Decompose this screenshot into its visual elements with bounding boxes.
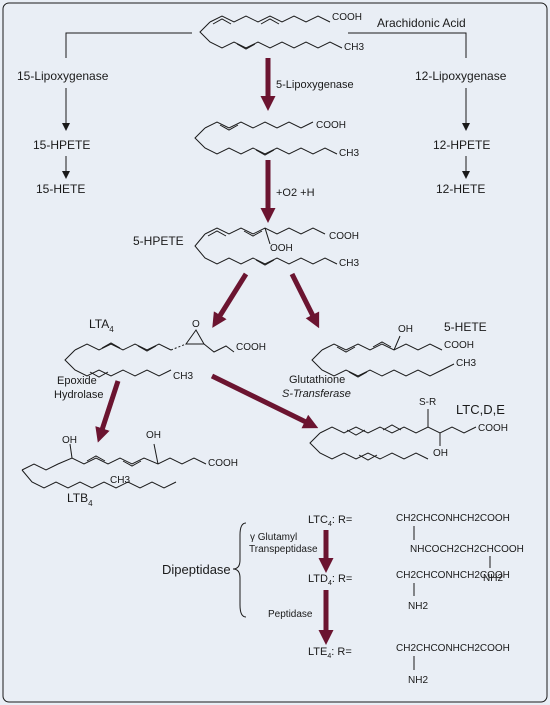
ltcde-oh: OH [433,448,448,459]
ltb4-oh2: OH [146,430,161,441]
intermediate-structure [194,121,338,156]
lta4-epoxide-o: O [192,319,200,330]
hpete5-structure [194,227,338,266]
glutathione-label-1: Glutathione [289,374,345,386]
to-5hete-arrow [289,272,320,329]
ltb4-label: LTB4 [67,491,93,508]
glutathione-label-2: S-Transferase [282,388,351,400]
ltc4-nh2: NH2 [483,573,503,584]
ltb4-ch3: CH3 [110,475,130,486]
ltc4-r1: CH2CHCONHCH2COOH [396,513,510,524]
arachidonic-acid-label: Arachidonic Acid [377,16,466,30]
hete5-cooh: COOH [444,340,474,351]
lte4-r1: CH2CHCONHCH2COOH [396,643,510,654]
hpete12-label: 12-HPETE [433,138,490,152]
lox15-label: 15-Lipoxygenase [17,69,109,83]
lta4-cooh: COOH [236,342,266,353]
epoxide-hydrolase-arrow [95,380,121,443]
hete5-label: 5-HETE [444,320,487,334]
hpete5-cooh: COOH [329,231,359,242]
hete5-structure [311,335,455,378]
peptidase-label: Peptidase [268,609,313,620]
hpete5-label: 5-HPETE [133,234,184,248]
o2h-label: +O2 +H [276,187,315,199]
ltd4-r1: CH2CHCONHCH2COOH [396,570,510,581]
ltc4-r2: NHCOCH2CH2CHCOOH [410,544,524,555]
lox5-label: 5-Lipoxygenase [276,79,354,91]
ltd4-label: LTD4: R= [308,573,352,587]
to-lta4-arrow [212,272,249,328]
int-ch3: CH3 [339,148,359,159]
arachidonic-acid-structure [199,15,343,50]
ltcde-cooh: COOH [478,423,508,434]
dipeptidase-label: Dipeptidase [162,562,231,577]
lox15-connector [65,32,192,58]
int-cooh: COOH [316,120,346,131]
hete5-ch3: CH3 [456,358,476,369]
ltb4-cooh: COOH [208,458,238,469]
epoxide-label-1: Epoxide [57,375,97,387]
ltb4-oh1: OH [62,435,77,446]
lta4-ch3: CH3 [173,371,193,382]
glutathione-arrow [210,373,319,429]
epoxide-label-2: Hydrolase [54,389,104,401]
lox12-label: 12-Lipoxygenase [415,69,507,83]
gamma-label-1: γ Glutamyl [250,532,297,543]
ltcde-structure [309,409,477,461]
hpete15-label: 15-HPETE [33,138,90,152]
aa-cooh: COOH [332,12,362,23]
hpete5-ch3: CH3 [339,258,359,269]
ltcde-label: LTC,D,E [456,402,505,417]
lte4-nh2: NH2 [408,675,428,686]
dipeptidase-bracket [232,522,247,618]
ltcde-sr: S-R [419,397,436,408]
gamma-label-2: Transpeptidase [249,544,318,555]
aa-ch3: CH3 [344,42,364,53]
hete12-label: 12-HETE [436,182,485,196]
lox12-connector [348,32,467,58]
hete5-oh: OH [398,324,413,335]
lta4-label: LTA4 [89,317,114,334]
lte4-label: LTE4: R= [308,646,352,660]
lta4-structure [64,329,235,378]
ltb4-structure [21,443,207,489]
hpete5-ooh: OOH [270,243,293,254]
hete15-label: 15-HETE [36,182,85,196]
ltc4-label: LTC4: R= [308,514,352,528]
ltd4-nh2: NH2 [408,601,428,612]
